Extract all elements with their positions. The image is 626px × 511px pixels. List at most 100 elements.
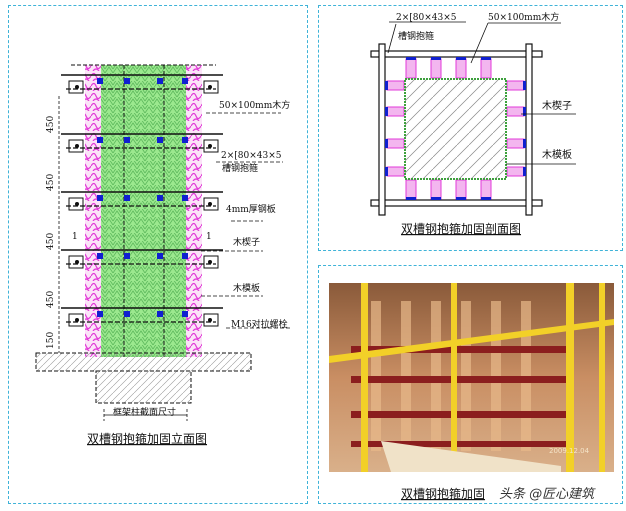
- elevation-title: 双槽钢抱箍加固立面图: [87, 431, 207, 446]
- sec-label-channel-1: 2×[80×43×5: [396, 13, 457, 23]
- timber-block: [182, 78, 188, 84]
- bolt-nut-right: [208, 85, 212, 89]
- timber-top: [406, 57, 416, 60]
- foundation-slab: [35, 352, 252, 372]
- wedge-top: [480, 58, 492, 79]
- timber-block: [97, 311, 103, 317]
- sec-label-formwork: 木模板: [542, 148, 572, 161]
- timber-block: [124, 195, 130, 201]
- column-core: [101, 65, 186, 357]
- bolt-nut-left: [75, 85, 79, 89]
- foundation-column: [95, 370, 192, 404]
- bolt-end-right: [203, 197, 219, 211]
- site-photo: 2009.12.04 双槽钢抱箍加固 头条 @匠心建筑: [329, 283, 614, 502]
- wedge-right: [506, 106, 525, 117]
- wedge-right: [506, 166, 525, 177]
- dim-5: 150: [46, 332, 56, 349]
- bolt-nut-right: [208, 144, 212, 148]
- elevation-panel: 450 450 450 450 150 50×100mm木方 2×[80×43×…: [8, 5, 308, 504]
- section-title: 双槽钢抱箍加固剖面图: [401, 221, 521, 236]
- timber-block: [124, 78, 130, 84]
- label-wedge: 木楔子: [233, 236, 260, 248]
- timber-block: [124, 253, 130, 259]
- timber-block: [157, 253, 163, 259]
- photo-date-stamp: 2009.12.04: [549, 447, 590, 455]
- timber-block: [182, 311, 188, 317]
- timber-bottom: [406, 197, 416, 200]
- timber-left: [385, 167, 388, 176]
- photo-panel: 2009.12.04 双槽钢抱箍加固 头条 @匠心建筑: [318, 265, 623, 504]
- bolt-end-left: [68, 197, 84, 211]
- wedge-bottom: [455, 179, 467, 200]
- timber-block: [182, 137, 188, 143]
- bolt-nut-right: [208, 202, 212, 206]
- scaffold-poles: [329, 283, 614, 472]
- bolt-nut-right: [208, 260, 212, 264]
- label-steel-plate: 4mm厚钢板: [226, 203, 276, 215]
- timber-block: [182, 253, 188, 259]
- timber-left: [385, 139, 388, 148]
- wedge-top: [455, 58, 467, 79]
- elevation-drawing: 450 450 450 450 150 50×100mm木方 2×[80×43×…: [35, 64, 291, 446]
- timber-block: [124, 311, 130, 317]
- dim-4: 450: [46, 291, 56, 308]
- photo-caption: 双槽钢抱箍加固: [401, 486, 485, 501]
- timber-left: [385, 107, 388, 116]
- wedge-strip-right: [186, 65, 202, 357]
- timber-block: [157, 311, 163, 317]
- timber-left: [385, 81, 388, 90]
- watermark: 头条 @匠心建筑: [499, 487, 596, 502]
- steel-channels: [351, 346, 571, 447]
- sec-label-timber: 50×100mm木方: [488, 11, 559, 23]
- bolt-end-right: [203, 139, 219, 153]
- dim-3: 450: [46, 233, 56, 250]
- timber-block: [157, 78, 163, 84]
- wedge-right: [506, 80, 525, 91]
- timber-block: [157, 195, 163, 201]
- bolt-nut-left: [75, 260, 79, 264]
- timber-block: [124, 137, 130, 143]
- label-channel-2: 槽钢抱箍: [222, 162, 258, 174]
- timber-block: [157, 137, 163, 143]
- wedge-top: [405, 58, 417, 79]
- label-timber: 50×100mm木方: [219, 99, 290, 111]
- wedge-bottom: [405, 179, 417, 200]
- label-formwork: 木模板: [233, 282, 260, 294]
- bolt-nut-right: [208, 318, 212, 322]
- bolt-end-left: [68, 80, 84, 94]
- bolt-end-right: [203, 255, 219, 269]
- wedge-bottom: [430, 179, 442, 200]
- section-drawing: 2×[80×43×5 槽钢抱箍 50×100mm木方 木楔子 木模板 双槽钢抱箍…: [370, 11, 576, 236]
- bolt-end-right: [203, 313, 219, 327]
- wedge-left: [386, 106, 405, 117]
- timber-bottom: [481, 197, 491, 200]
- timber-top: [456, 57, 466, 60]
- sec-label-wedge: 木楔子: [542, 100, 572, 112]
- section-mark-right: 1: [206, 232, 212, 242]
- timber-bottom: [456, 197, 466, 200]
- dim-2: 450: [46, 174, 56, 191]
- timber-top: [431, 57, 441, 60]
- label-column-size: 框架柱截面尺寸: [113, 406, 176, 418]
- wedge-bottom: [480, 179, 492, 200]
- bolt-end-left: [68, 313, 84, 327]
- timber-bottom: [431, 197, 441, 200]
- timber-block: [182, 195, 188, 201]
- timber-top: [481, 57, 491, 60]
- wedge-right: [506, 138, 525, 149]
- dim-1: 450: [46, 116, 56, 133]
- timber-right: [523, 107, 526, 116]
- bolt-nut-left: [75, 318, 79, 322]
- wedge-left: [386, 80, 405, 91]
- timber-block: [97, 253, 103, 259]
- wedge-left: [386, 138, 405, 149]
- wedge-top: [430, 58, 442, 79]
- bolt-nut-left: [75, 144, 79, 148]
- label-channel-1: 2×[80×43×5: [221, 151, 282, 161]
- timber-block: [97, 78, 103, 84]
- section-panel: 2×[80×43×5 槽钢抱箍 50×100mm木方 木楔子 木模板 双槽钢抱箍…: [318, 5, 623, 251]
- timber-block: [97, 195, 103, 201]
- section-mark-left: 1: [72, 232, 78, 242]
- clamp-tiers: [61, 74, 223, 327]
- bolt-end-left: [68, 139, 84, 153]
